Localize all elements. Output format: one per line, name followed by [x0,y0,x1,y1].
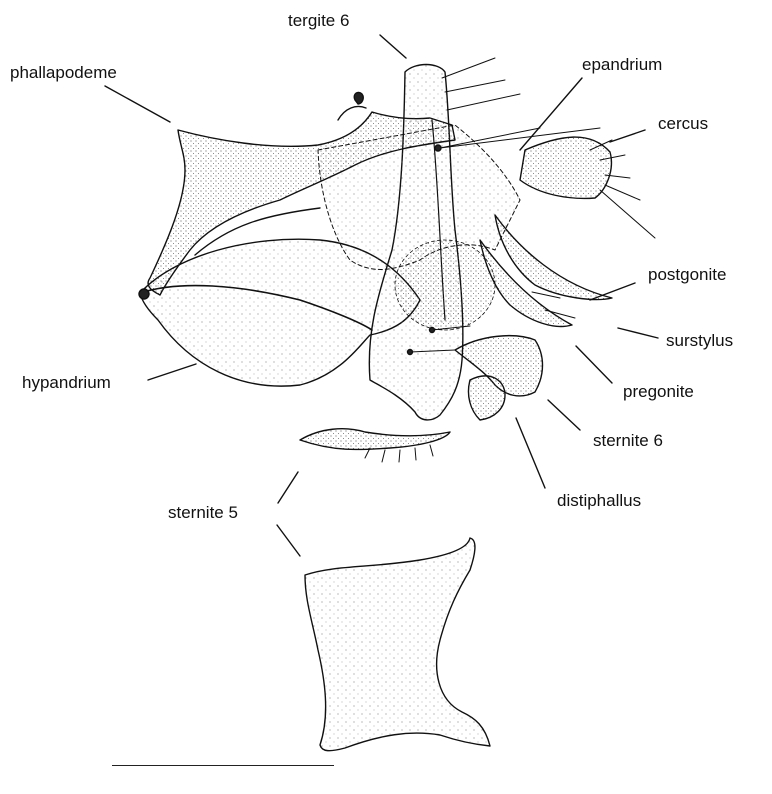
label-pregonite: pregonite [623,383,694,400]
distiphallus-shape [468,376,505,420]
label-tergite6: tergite 6 [288,12,349,29]
leader-pregonite [576,346,612,383]
label-surstylus: surstylus [666,332,733,349]
label-sternite6: sternite 6 [593,432,663,449]
leader-postgonite [590,283,635,300]
label-distiphallus: distiphallus [557,492,641,509]
label-hypandrium: hypandrium [22,374,111,391]
label-phallapodeme: phallapodeme [10,64,117,81]
label-sternite5: sternite 5 [168,504,238,521]
leader-sternite5-upper [278,472,298,503]
leader-distiphallus [516,418,545,488]
leader-tergite6 [380,35,406,58]
sternite5-plate [305,538,490,751]
label-postgonite: postgonite [648,266,726,283]
leader-hypandrium [148,364,196,380]
leader-surstylus [618,328,658,338]
leader-phallapodeme [105,86,170,122]
label-cercus: cercus [658,115,708,132]
label-epandrium: epandrium [582,56,662,73]
scale-bar [112,765,334,766]
leader-sternite5-lower [277,525,300,556]
leader-cercus [610,130,645,142]
leader-sternite6 [548,400,580,430]
